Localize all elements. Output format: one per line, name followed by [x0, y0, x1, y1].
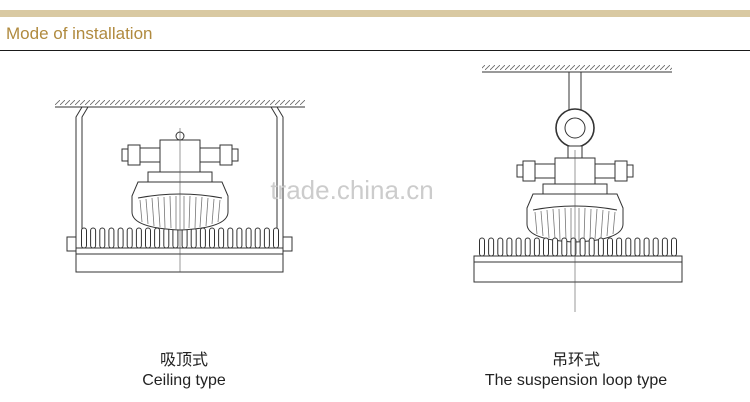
heat-sink-fin: [671, 237, 677, 257]
heat-sink-fin: [99, 227, 106, 249]
heat-sink-fin: [90, 227, 97, 249]
heat-sink-fin: [625, 237, 632, 257]
heat-sink-fin: [245, 227, 252, 249]
heat-sink-fin: [163, 227, 170, 249]
heat-sink-fin: [616, 237, 623, 257]
suspension-loop-label-cn: 吊环式: [551, 350, 600, 369]
ceiling-type-label: Ceiling type: [142, 372, 226, 389]
heat-sink-fin: [172, 227, 179, 249]
heat-sink-fin: [552, 237, 559, 257]
ceiling-type-caption: 吸顶式 Ceiling type: [34, 350, 334, 391]
heat-sink-fin: [607, 237, 613, 257]
heat-sink-fin: [126, 227, 133, 249]
heat-sink-fin: [661, 237, 668, 257]
heat-sink-fin: [108, 227, 115, 249]
heat-sink-fin: [579, 237, 586, 257]
title-divider: [0, 50, 750, 51]
heat-sink-fin: [273, 227, 279, 249]
heat-sink-fin: [561, 237, 568, 257]
heat-sink-fin: [643, 237, 650, 257]
heat-sink-fin: [181, 227, 188, 249]
suspension-loop-label: The suspension loop type: [484, 372, 668, 389]
heat-sink-fin: [479, 237, 485, 257]
heat-sink-fin: [488, 237, 495, 257]
heat-sink-fin: [634, 237, 641, 257]
heat-sink-fin: [135, 227, 142, 249]
heat-sink-fin: [117, 227, 124, 249]
suspension-loop-caption: 吊环式 The suspension loop type: [426, 350, 726, 391]
heat-sink-fin: [524, 237, 531, 257]
top-accent-band: [0, 10, 750, 17]
heat-sink-fin: [190, 227, 197, 249]
heat-sink-fin: [199, 227, 206, 249]
heat-sink-fin: [263, 227, 270, 249]
heat-sink-fin: [254, 227, 261, 249]
heat-sink-fin: [533, 237, 540, 257]
heat-sink-fin: [209, 227, 215, 249]
heat-sink-fin: [154, 227, 161, 249]
heat-sink-fin: [236, 227, 243, 249]
section-title: Mode of installation: [6, 24, 153, 43]
suspension-loop-type-diagram: [473, 65, 683, 312]
heat-sink-fin: [218, 227, 225, 249]
heat-sink-fin: [81, 227, 87, 249]
heat-sink-fin: [597, 237, 604, 257]
heat-sink-fin: [588, 237, 595, 257]
heat-sink-fin: [506, 237, 513, 257]
heat-sink-fin: [515, 237, 522, 257]
heat-sink-fin: [652, 237, 659, 257]
heat-sink-fin: [543, 237, 549, 257]
heat-sink-fin: [227, 227, 234, 249]
heat-sink-fin: [497, 237, 504, 257]
ceiling-type-label-cn: 吸顶式: [159, 350, 208, 369]
heat-sink-fin: [145, 227, 151, 249]
watermark-mark: trade.china.cn: [270, 175, 433, 205]
ceiling-type-diagram: [55, 100, 305, 273]
